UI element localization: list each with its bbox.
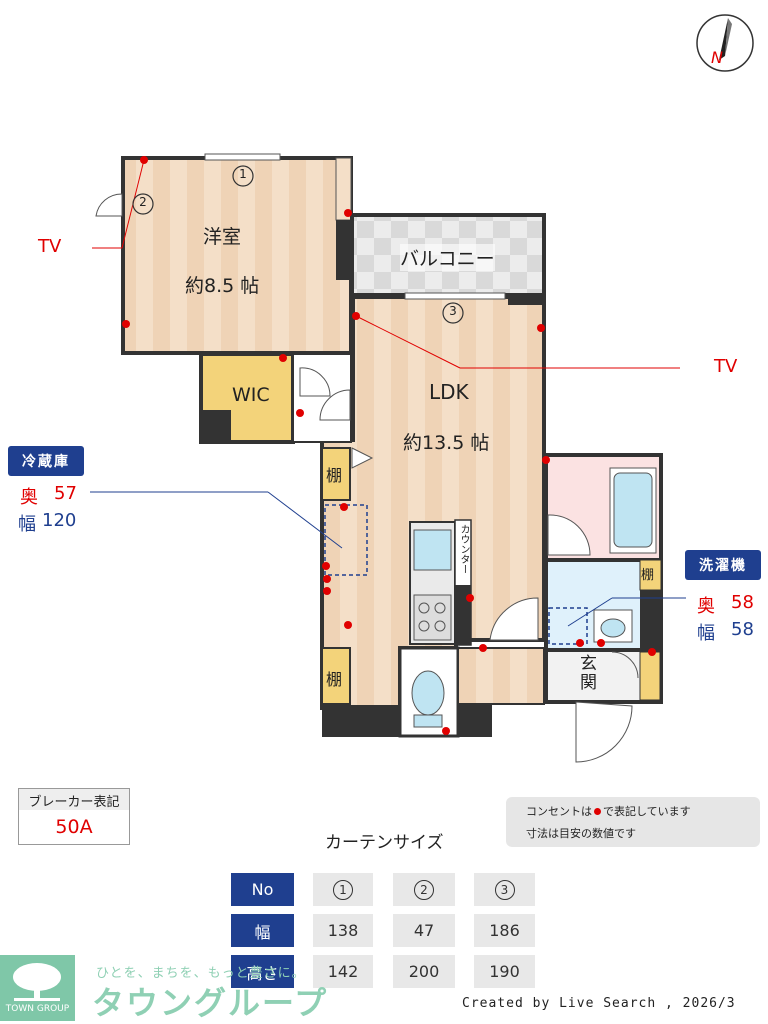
washer-width-label: 幅: [697, 623, 715, 644]
breaker-value: 50A: [18, 810, 130, 845]
western-room-floor: [121, 156, 353, 355]
floor-plan: [90, 153, 686, 763]
shelf-label: 棚: [326, 670, 343, 689]
entrance-label: 玄関: [576, 654, 596, 692]
ldk-name: LDK: [429, 380, 469, 404]
fridge-depth-label: 奥: [20, 487, 38, 508]
fridge-width-label: 幅: [18, 514, 36, 535]
western-room-size: 約8.5 帖: [185, 275, 260, 297]
table-cell: 200: [393, 955, 455, 988]
table-cell: 186: [474, 914, 535, 947]
table-row-height-label: 高さ: [231, 955, 294, 988]
ldk-floor: [320, 295, 546, 710]
table-cell: 190: [474, 955, 535, 988]
tree-icon: [13, 963, 61, 1001]
fridge-title: 冷蔵庫: [8, 446, 84, 476]
table-header-no: No: [231, 873, 294, 906]
tv-label-left: TV: [38, 236, 62, 257]
slogan: ひとを、まちを、もっと豊さに。: [96, 966, 306, 981]
fridge-width-value: 120: [42, 510, 77, 531]
washer-depth-label: 奥: [697, 596, 715, 617]
window-3-label: 3: [449, 304, 457, 318]
table-header-2: 2: [393, 873, 455, 906]
breaker-title: ブレーカー表記: [18, 788, 130, 812]
credit-text: Created by Live Search , 2026/3: [462, 996, 736, 1011]
shelf-label: 棚: [641, 568, 655, 583]
brand-name: タウングループ: [92, 984, 329, 1022]
wic-name: WIC: [232, 384, 270, 406]
outlet-note: コンセントはで表記しています 寸法は目安の数値です: [506, 797, 760, 847]
note-line2: 寸法は目安の数値です: [526, 827, 636, 840]
table-header-1: 1: [313, 873, 373, 906]
compass-label: N: [711, 48, 723, 67]
tv-label-right: TV: [714, 356, 738, 377]
note-line1-pre: コンセントは: [526, 805, 592, 818]
company-logo: [0, 955, 75, 1021]
washer-width-value: 58: [731, 619, 754, 640]
compass-icon: [696, 14, 754, 72]
table-header-3: 3: [474, 873, 535, 906]
table-cell: 142: [313, 955, 373, 988]
washer-depth-value: 58: [731, 592, 754, 613]
ldk-size: 約13.5 帖: [403, 432, 490, 454]
fridge-depth-value: 57: [54, 483, 77, 504]
window-2-label: 2: [139, 195, 147, 209]
table-cell: 47: [393, 914, 455, 947]
washer-title: 洗濯機: [685, 550, 761, 580]
table-row-width-label: 幅: [231, 914, 294, 947]
logo-text: TOWN GROUP: [5, 1004, 70, 1014]
compass: N: [694, 12, 756, 74]
shelf-label: 棚: [326, 466, 343, 485]
balcony-name: バルコニー: [400, 244, 495, 271]
outlet-dot-icon: [594, 808, 601, 815]
curtain-table-title: カーテンサイズ: [325, 833, 444, 853]
window-1-label: 1: [239, 167, 247, 181]
outlet-markers: [122, 156, 656, 735]
table-cell: 138: [313, 914, 373, 947]
note-line1-post: で表記しています: [603, 805, 691, 818]
counter-label: カウンター: [458, 524, 469, 574]
western-room-name: 洋室: [203, 226, 242, 248]
